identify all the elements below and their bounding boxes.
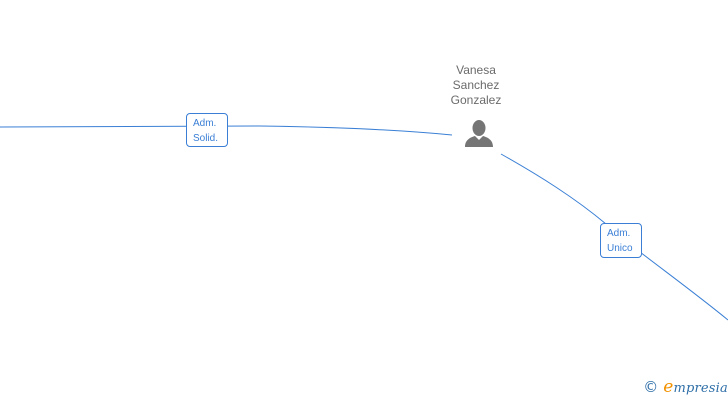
role-badge-adm-unico[interactable]: Adm. Unico [600,223,642,258]
brand-rest: mpresia [673,381,728,396]
edge-person-to-right [500,153,728,321]
copyright-icon: © [643,377,659,396]
role-badge-adm-solid[interactable]: Adm. Solid. [186,113,228,147]
brand-first-letter: e [663,377,674,397]
footer-watermark: © empresia [643,377,728,397]
person-name-line-2: Sanchez [452,78,500,92]
brand-logo[interactable]: empresia [663,377,728,397]
person-name-line-1: Vanesa [456,63,496,77]
person-node-name[interactable]: Vanesa Sanchez Gonzalez [426,63,526,108]
person-name-line-3: Gonzalez [450,93,502,107]
person-silhouette-icon[interactable] [463,119,495,149]
role-label-line-2: Unico [607,243,633,254]
role-label-line-1: Adm. [607,228,631,239]
edge-left-to-person [0,125,453,136]
role-label-line-1: Adm. [193,118,217,129]
role-label-line-2: Solid. [193,133,219,144]
